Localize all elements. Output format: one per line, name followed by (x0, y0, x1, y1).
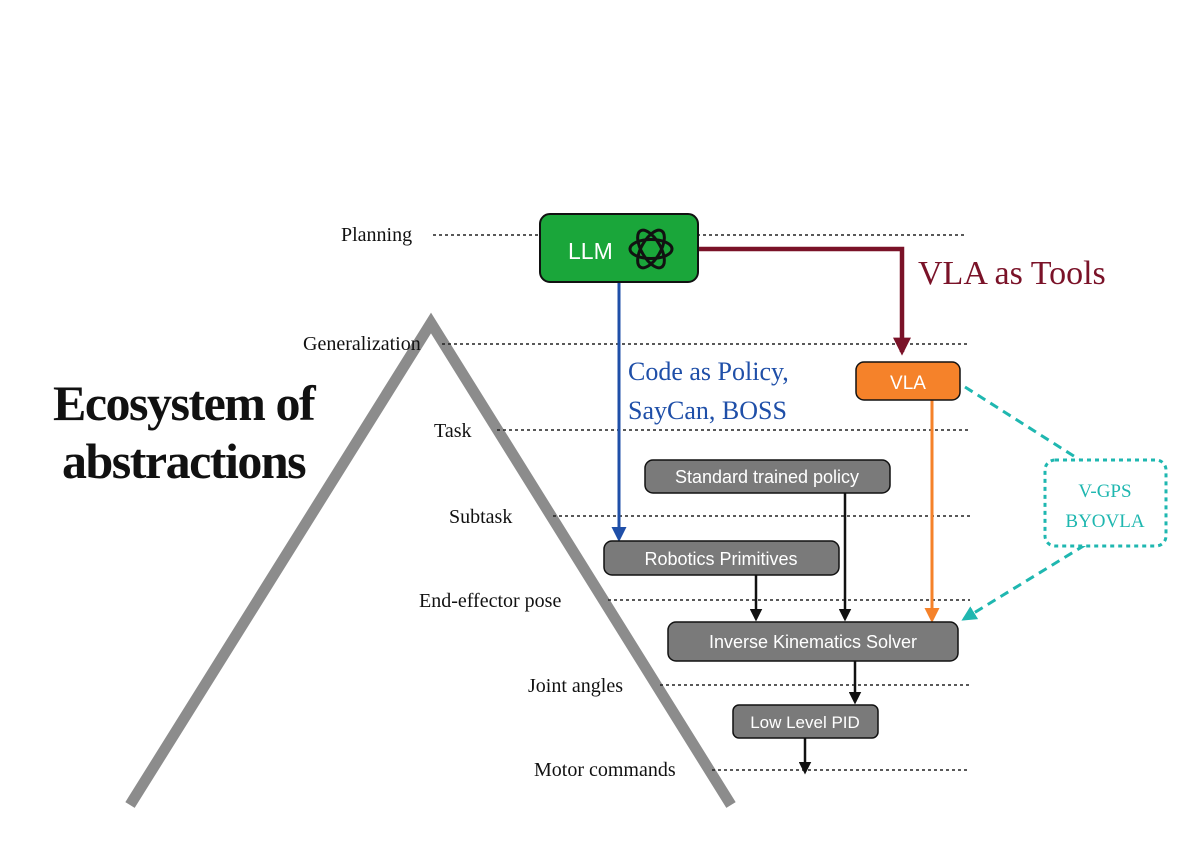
vla-box: VLA (855, 361, 961, 401)
title-line-1: Ecosystem of (53, 375, 317, 431)
inverse-kinematics-label: Inverse Kinematics Solver (709, 632, 917, 652)
openai-logo-icon (628, 228, 674, 270)
level-label-joint-angles: Joint angles (528, 675, 623, 697)
inverse-kinematics-box: Inverse Kinematics Solver (667, 621, 959, 662)
level-label-task: Task (434, 420, 471, 442)
standard-trained-policy-label: Standard trained policy (675, 467, 859, 487)
level-label-planning: Planning (341, 224, 412, 246)
robotics-primitives-box: Robotics Primitives (603, 540, 840, 576)
level-label-end-effector: End-effector pose (419, 590, 561, 612)
robotics-primitives-label: Robotics Primitives (644, 549, 797, 569)
level-label-subtask: Subtask (449, 506, 512, 528)
standard-trained-policy-box: Standard trained policy (644, 459, 891, 494)
pyramid-outline (125, 312, 736, 808)
low-level-pid-box: Low Level PID (732, 704, 879, 739)
code-as-policy-label-2: SayCan, BOSS (628, 396, 787, 425)
vla-as-tools-arrow (698, 246, 911, 356)
vla-as-tools-label: VLA as Tools (918, 255, 1106, 292)
vgps-byovla-box: V-GPS BYOVLA (1043, 458, 1168, 548)
vla-to-vgps-connector (964, 385, 1081, 462)
title-line-2: abstractions (62, 433, 306, 489)
vgps-to-ik-arrow (961, 543, 1086, 621)
llm-box: LLM (539, 213, 699, 283)
byovla-label: BYOVLA (1065, 511, 1144, 532)
vla-label: VLA (890, 373, 926, 394)
level-lines (433, 234, 970, 771)
low-level-pid-label: Low Level PID (750, 713, 860, 732)
level-label-motor-commands: Motor commands (534, 759, 676, 781)
llm-label: LLM (568, 238, 613, 264)
code-as-policy-label-1: Code as Policy, (628, 357, 789, 386)
vgps-label: V-GPS (1078, 481, 1131, 502)
level-label-generalization: Generalization (303, 333, 421, 355)
